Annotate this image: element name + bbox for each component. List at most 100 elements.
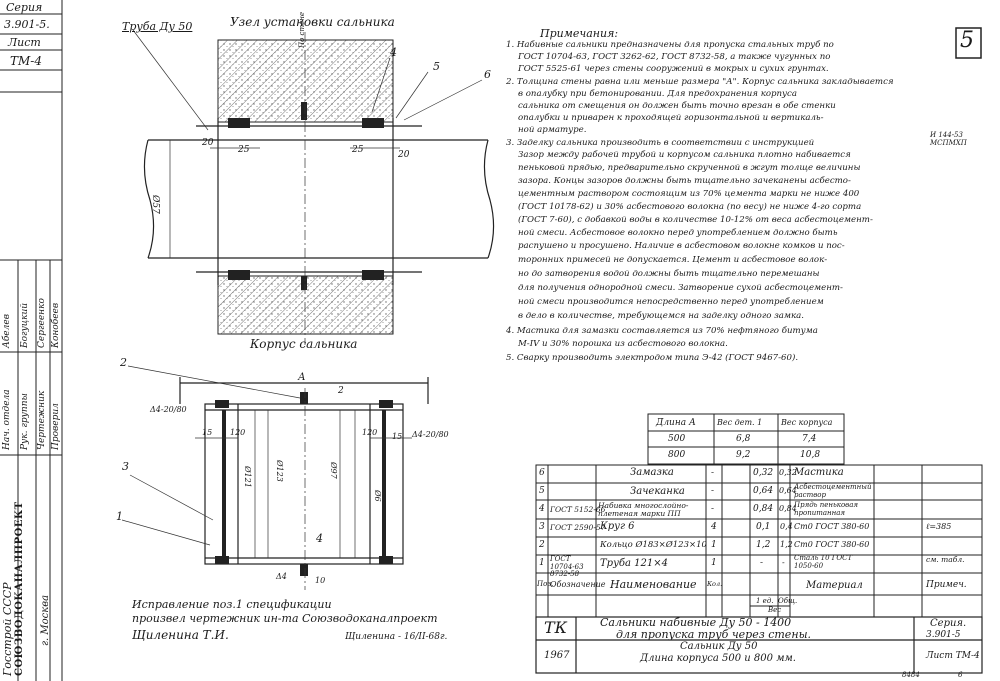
note-line: в дело в количестве, требующемся на заде… xyxy=(518,311,805,321)
spec-wt: 1,2 xyxy=(780,540,793,549)
housing-drawing xyxy=(179,377,429,565)
spec-wt: 0,4 xyxy=(780,522,793,531)
role-4: Проверил xyxy=(51,403,61,450)
pipe-label: Труба Ду 50 xyxy=(122,20,193,33)
person-3: Сергеенко xyxy=(37,298,47,348)
table-row: 800 xyxy=(668,450,686,460)
spec-name: Зачеканка xyxy=(630,486,685,497)
correction-line2: произвел чертежник ин-та Союзводоканалпр… xyxy=(132,612,438,625)
dim-120-right: 120 xyxy=(362,428,378,437)
note-line: для получения однородной смеси. Затворен… xyxy=(518,283,843,293)
org-line1: Госстрой СССР xyxy=(1,582,14,676)
top-drawing-title: Узел установки сальника xyxy=(230,15,395,29)
bottom-code: 8484 xyxy=(902,671,920,679)
spec-footer-material: Материал xyxy=(806,580,863,591)
spec-qty: - xyxy=(711,504,715,514)
spec-wt: 0,32 xyxy=(779,468,797,477)
spec-name: Кольцо Ø183×Ø123×10 xyxy=(600,540,707,550)
note-line: ной смеси. Асбестовое волокно перед упот… xyxy=(518,228,838,238)
dim-d121: Ø121 xyxy=(243,466,252,488)
note-line: торонних примесей не допускается. Цемент… xyxy=(518,255,828,265)
notes-heading: Примечания: xyxy=(540,27,619,40)
dim-15-left: 15 xyxy=(202,428,213,437)
note-line: 3. Заделку сальника производить в соотве… xyxy=(506,138,815,148)
spec-pos: 3 xyxy=(539,522,545,532)
note-line: ной смеси производится непосредственно п… xyxy=(518,297,824,307)
title-year: 1967 xyxy=(544,650,570,661)
spec-doc: ГОСТ 5152-66 xyxy=(550,505,606,514)
body-drawing-title: Корпус сальника xyxy=(250,337,358,351)
role-1: Нач. отдела xyxy=(2,389,12,450)
dim-20-left: 20 xyxy=(202,138,214,148)
spec-pos: 4 xyxy=(539,504,545,514)
spec-note: см. табл. xyxy=(926,555,965,564)
note-line: 4. Мастика для замазки составляется из 7… xyxy=(506,326,818,336)
spec-name: Замазка xyxy=(630,467,674,478)
spec-footer-wt: Общ. xyxy=(778,597,798,605)
series-value: 3.901-5. xyxy=(4,18,50,31)
note-line: ГОСТ 10704-63, ГОСТ 3262-62, ГОСТ 8732-5… xyxy=(518,52,831,62)
title-line1: Сальники набивные Ду 50 - 1400 xyxy=(600,616,792,629)
spec-qty: 1 xyxy=(711,558,717,568)
sheet-value: ТМ-4 xyxy=(10,54,42,68)
spec-pos: 1 xyxy=(539,558,545,568)
spec-w1: 0,32 xyxy=(753,468,774,478)
spec-footer-qty: Кол. xyxy=(707,580,723,588)
sheet-number: 5 xyxy=(960,28,974,53)
callout-1-body: 1 xyxy=(116,510,123,523)
instruction-ref: И 144-53 МСПМХП xyxy=(930,131,967,147)
person-2: Богуцкий xyxy=(20,302,30,348)
role-3: Чертежник xyxy=(37,390,47,450)
title-line2: для пропуска труб через стены. xyxy=(616,628,812,641)
role-2: Рук. группы xyxy=(20,393,30,450)
note-line: 5. Сварку производить электродом типа Э-… xyxy=(506,353,799,363)
spec-material: Ст0 ГОСТ 380-60 xyxy=(794,522,870,531)
sub-line1: Сальник Ду 50 xyxy=(680,641,758,652)
title-series-label: Серия. xyxy=(930,618,967,629)
weld-left: Δ4-20/80 xyxy=(150,405,187,414)
org-line2: СОЮЗВОДОКАНАЛПРОЕКТ xyxy=(14,501,25,676)
note-line: опалубки и приварен к проходящей горизон… xyxy=(518,113,824,123)
spec-footer-weight: Вес xyxy=(768,606,782,614)
callout-6-top: 6 xyxy=(484,68,491,81)
series-label: Серия xyxy=(6,1,43,14)
spec-w1: 0,84 xyxy=(753,504,774,514)
spec-name: Набивка многослойно-плетеная марки ПП xyxy=(598,501,689,519)
table-row: 9,2 xyxy=(736,450,751,460)
spec-w1: 0,64 xyxy=(753,486,774,496)
spec-material: Прядь пеньковая пропитанная xyxy=(794,501,859,517)
dim-120-left: 120 xyxy=(230,428,246,437)
spec-note: ℓ=385 xyxy=(926,522,952,531)
spec-material: Мастика xyxy=(794,467,844,478)
spec-pos: 6 xyxy=(539,468,545,478)
dim-d57: Ø57 xyxy=(150,195,160,214)
title-series-value: 3.901-5 xyxy=(926,630,961,640)
callout-5-top: 5 xyxy=(433,60,440,73)
correction-line3: Щиленина Т.И. xyxy=(132,628,229,642)
note-line: 1. Набивные сальники предназначены для п… xyxy=(506,40,834,50)
spec-doc: ГОСТ 2590-57 xyxy=(550,523,606,532)
table-row: 6,8 xyxy=(736,434,751,444)
spec-name: Труба 121×4 xyxy=(600,558,668,569)
city: г. Москва xyxy=(40,594,51,646)
note-line: в опалубку при бетонировании. Для предох… xyxy=(518,89,797,99)
note-line: цементным раствором состоящим из 70% цем… xyxy=(518,189,860,199)
spec-footer-doc: Обозначение xyxy=(550,580,606,589)
callout-4-top: 4 xyxy=(390,46,397,59)
dim-15-right: 15 xyxy=(392,432,403,441)
dim-a: А xyxy=(298,372,306,383)
note-line: сальника от смещения он должен быть точн… xyxy=(518,101,836,111)
wt-header-body: Вес корпуса xyxy=(781,418,833,427)
note-line: Зазор между рабочей трубой и корпусом са… xyxy=(518,150,851,160)
spec-material: Ст0 ГОСТ 380-60 xyxy=(794,540,870,549)
note-line: 2. Толщина стены равна или меньше размер… xyxy=(506,77,894,87)
note-line: М-IV и 30% порошка из асбестового волокн… xyxy=(518,339,728,349)
weld-bottom: Δ4 xyxy=(276,572,287,581)
spec-w1: 0,1 xyxy=(756,522,771,532)
sheet-label: Лист xyxy=(8,36,41,49)
spec-footer-w1: 1 ед. xyxy=(756,597,774,605)
title-code: ТК xyxy=(544,618,568,637)
weld-right: Δ4-20/80 xyxy=(412,430,449,439)
spec-footer-pos: Поз. xyxy=(537,580,554,588)
